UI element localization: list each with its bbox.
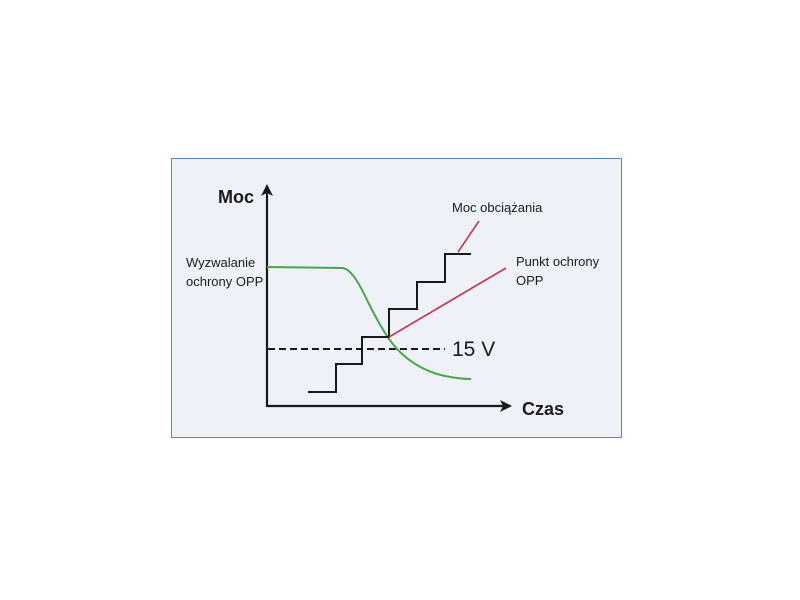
load-power-steps [308,253,471,393]
y-axis-label: Moc [218,187,254,207]
voltage-threshold-label: 15 V [452,338,496,361]
opp-trigger-label: Wyzwalanie ochrony OPP [186,253,263,291]
opp-point-label-line-2: OPP [516,273,544,288]
opp-point-line [388,267,507,338]
load-power-label: Moc obciążania [452,200,543,215]
diagram-frame [171,158,622,438]
opp-point-label-line-1: Punkt ochrony [516,254,600,269]
opp-point-label: Punkt ochrony OPP [516,252,599,290]
opp-trigger-label-line-1: Wyzwalanie [186,255,256,270]
load-power-leader-line [457,220,480,253]
opp-trigger-label-line-2: ochrony OPP [186,274,264,289]
opp-trigger-curve [266,266,472,380]
x-axis-label: Czas [522,399,565,419]
